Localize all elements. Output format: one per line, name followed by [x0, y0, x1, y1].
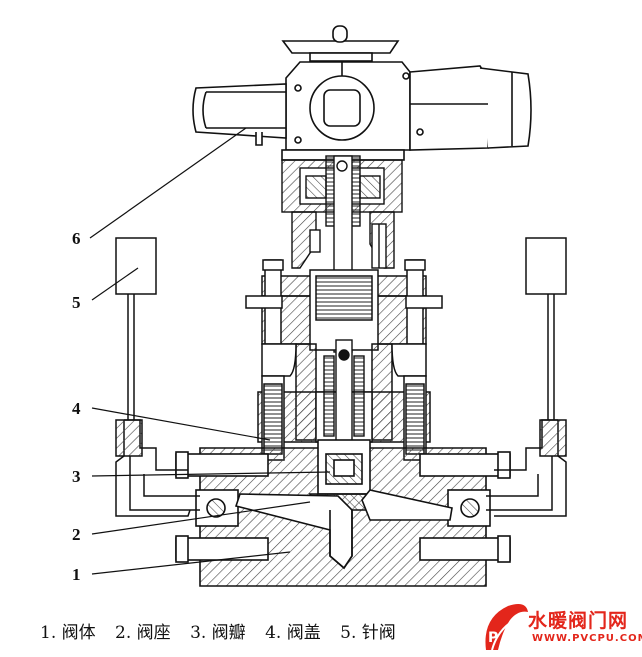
callout-labels: 6 5 4 3 2 1: [72, 229, 81, 584]
caption-item-1: 1. 阀体: [40, 623, 96, 643]
caption-item-2: 2. 阀座: [115, 623, 171, 643]
svg-text:P: P: [488, 630, 498, 646]
label-1: 1: [72, 565, 81, 584]
watermark: P 水暖阀门网 WWW.PVCPU.COM: [476, 596, 642, 657]
label-5: 5: [72, 293, 81, 312]
watermark-text: 水暖阀门网: [528, 610, 629, 632]
caption-item-3: 3. 阀瓣: [190, 623, 246, 643]
caption-item-4: 4. 阀盖: [265, 623, 321, 643]
needle-valves-and-tubing: [115, 237, 567, 517]
pv-logo-icon: P: [485, 604, 528, 651]
figure-caption: 1. 阀体 2. 阀座 3. 阀瓣 4. 阀盖 5. 针阀: [40, 618, 410, 643]
valve-body: [175, 439, 511, 587]
electric-actuator: [192, 25, 532, 161]
label-6: 6: [72, 229, 81, 248]
watermark-url: WWW.PVCPU.COM: [532, 633, 642, 644]
label-3: 3: [72, 467, 81, 486]
caption-item-5: 5. 针阀: [340, 623, 396, 643]
valve-stem: [323, 339, 365, 461]
leader-lines: [89, 127, 331, 575]
label-2: 2: [72, 525, 81, 544]
label-4: 4: [72, 399, 81, 418]
